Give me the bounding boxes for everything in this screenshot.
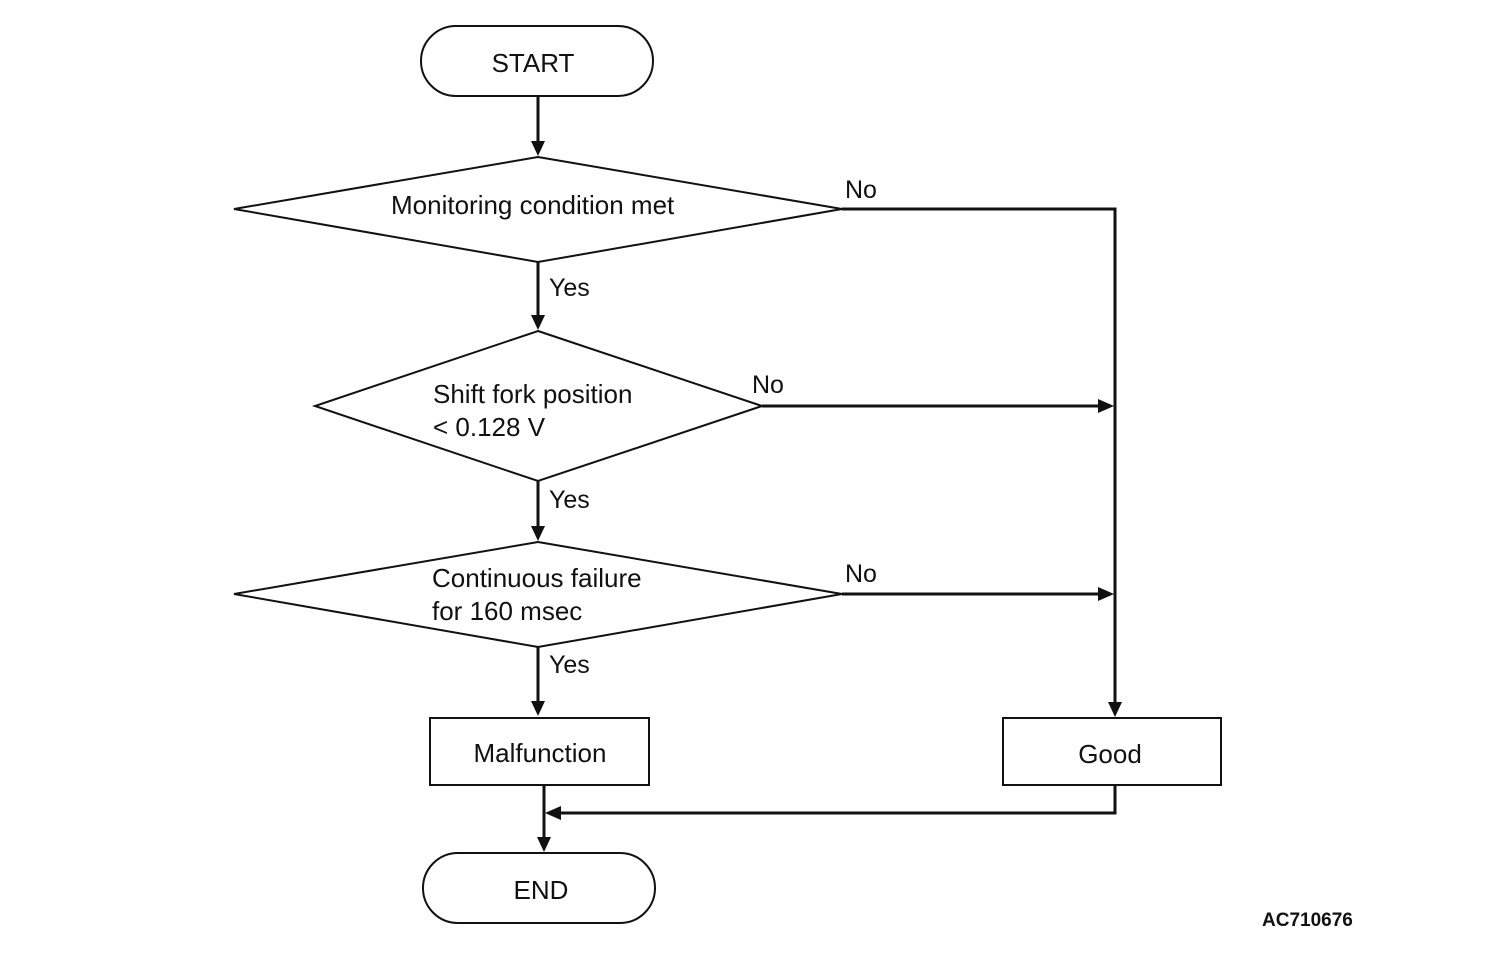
arrowhead bbox=[531, 315, 545, 330]
continuous-yes-label: Yes bbox=[549, 651, 590, 679]
monitoring-yes-label: Yes bbox=[549, 274, 590, 302]
edge-continuous-no: No bbox=[842, 560, 1114, 601]
edge-monitoring-yes: Yes bbox=[531, 262, 590, 330]
shift-fork-label-line-2: < 0.128 V bbox=[433, 412, 546, 442]
arrowhead bbox=[1108, 702, 1122, 717]
monitoring-no-label: No bbox=[845, 176, 877, 204]
figure-reference-code: AC710676 bbox=[1262, 910, 1353, 931]
edge-good-to-end bbox=[545, 785, 1117, 820]
continuous-failure-label-line-2: for 160 msec bbox=[432, 596, 582, 626]
edge-malfunction-to-end bbox=[537, 785, 551, 852]
end-terminal: END bbox=[422, 852, 656, 924]
shift-fork-position-decision: Shift fork position < 0.128 V bbox=[311, 329, 766, 483]
continuous-failure-decision: Continuous failure for 160 msec bbox=[233, 540, 843, 649]
good-process: Good bbox=[1002, 717, 1222, 786]
arrowhead bbox=[531, 701, 545, 716]
shift-fork-label-line-1: Shift fork position bbox=[433, 379, 632, 409]
shift-fork-no-label: No bbox=[752, 371, 784, 399]
arrowhead bbox=[537, 837, 551, 852]
good-label: Good bbox=[1078, 739, 1142, 769]
arrowhead bbox=[1098, 399, 1114, 413]
arrowhead bbox=[1098, 587, 1114, 601]
malfunction-process: Malfunction bbox=[429, 717, 650, 786]
edge-monitoring-no: No bbox=[842, 176, 1122, 717]
monitoring-condition-decision: Monitoring condition met bbox=[233, 155, 843, 264]
edge-shift-fork-yes: Yes bbox=[531, 481, 590, 541]
arrowhead bbox=[531, 526, 545, 541]
continuous-failure-label-line-1: Continuous failure bbox=[432, 563, 642, 593]
malfunction-label: Malfunction bbox=[474, 738, 607, 768]
continuous-no-label: No bbox=[845, 560, 877, 588]
edge-start-to-monitoring bbox=[531, 97, 545, 156]
end-label: END bbox=[514, 875, 569, 905]
start-terminal: START bbox=[420, 25, 654, 97]
edge-shift-fork-no: No bbox=[752, 371, 1114, 413]
arrowhead bbox=[531, 141, 545, 156]
monitoring-condition-label: Monitoring condition met bbox=[391, 190, 675, 220]
arrowhead bbox=[545, 806, 561, 820]
edge-continuous-yes: Yes bbox=[531, 647, 590, 716]
start-label: START bbox=[492, 48, 575, 78]
shift-fork-yes-label: Yes bbox=[549, 486, 590, 514]
